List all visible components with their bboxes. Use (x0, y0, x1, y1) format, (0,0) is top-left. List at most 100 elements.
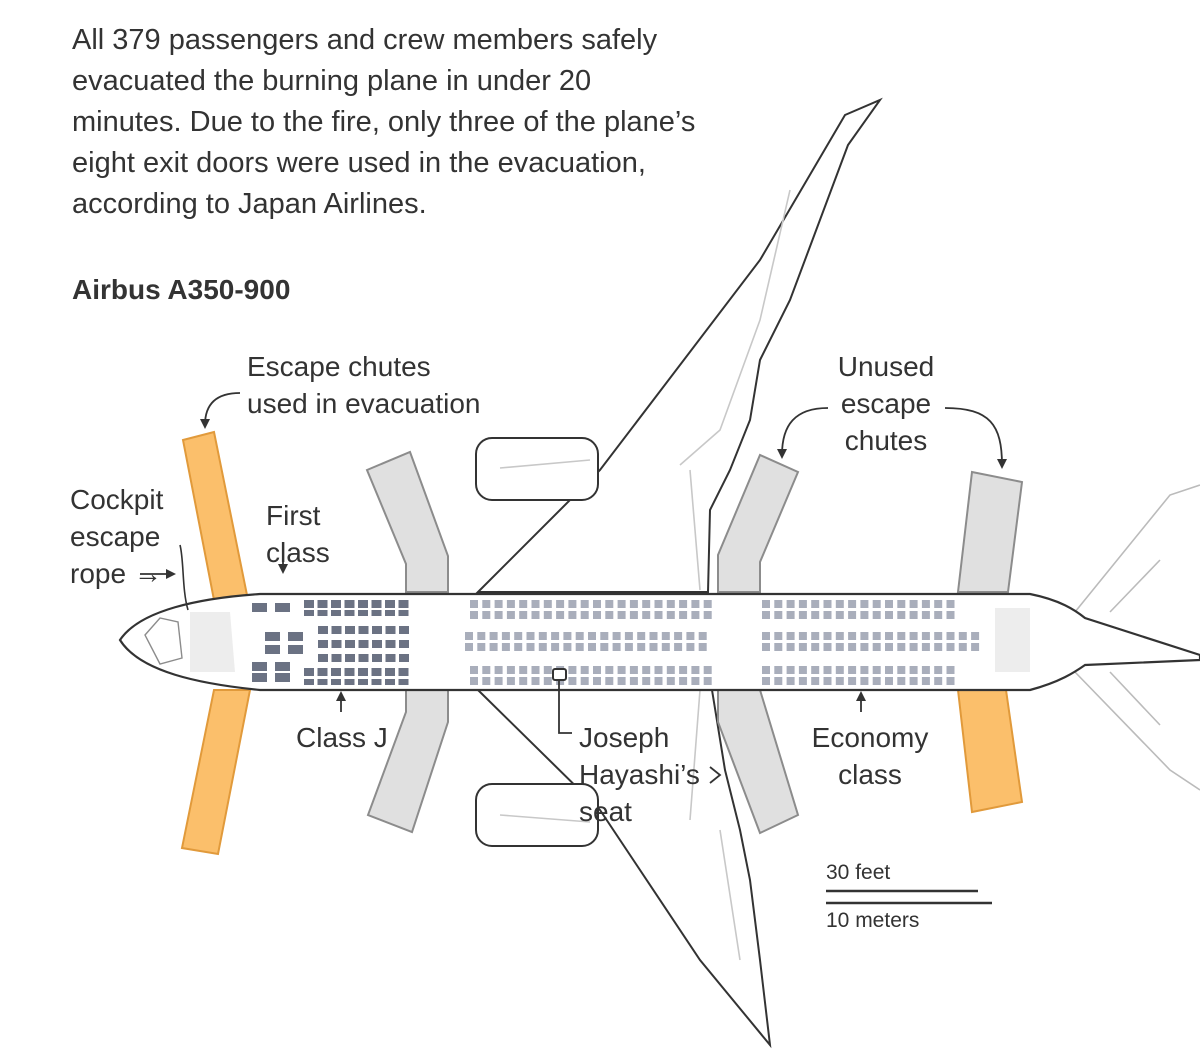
class-j-seat (317, 668, 328, 676)
economy-seat (612, 643, 621, 651)
economy-seat (649, 643, 658, 651)
economy-seat (649, 632, 658, 640)
economy-seat (543, 611, 552, 619)
economy-seat (934, 643, 943, 651)
class-j-seat (358, 640, 369, 648)
class-j-seat (344, 600, 355, 608)
economy-seat (897, 677, 906, 685)
economy-seat (551, 643, 560, 651)
class-j-seat (399, 626, 409, 634)
economy-seat (698, 632, 707, 640)
economy-seat (556, 600, 565, 608)
economy-seat (848, 677, 857, 685)
economy-seat (909, 643, 918, 651)
economy-seat (494, 677, 503, 685)
economy-seat (674, 632, 683, 640)
economy-seat (514, 632, 523, 640)
economy-seat (477, 632, 486, 640)
fuselage (118, 592, 1200, 692)
class-j-seat (371, 679, 382, 685)
economy-seat (506, 666, 515, 674)
economy-seat (470, 611, 478, 619)
used-chutes (180, 430, 1024, 856)
economy-seat (519, 666, 528, 674)
class-j-seat (358, 626, 369, 634)
economy-seat (885, 600, 893, 608)
upper-engine (475, 437, 599, 501)
upper-wing (475, 97, 883, 593)
economy-seat (661, 632, 670, 640)
economy-seat (848, 632, 857, 640)
first-class-seat (252, 673, 267, 682)
economy-seat (835, 643, 844, 651)
class-j-seat (358, 679, 368, 685)
economy-seat (934, 611, 943, 619)
economy-seat (798, 677, 807, 685)
economy-seat (774, 600, 783, 608)
economy-seat (698, 643, 707, 651)
economy-seat (885, 666, 893, 674)
economy-seat (563, 632, 572, 640)
economy-seat (470, 666, 478, 674)
class-j-seat (317, 610, 328, 616)
economy-seat (580, 611, 589, 619)
cockpit-rope-label: Cockpit escape rope → (70, 484, 164, 589)
economy-seat (617, 666, 626, 674)
economy-seat (946, 632, 955, 640)
economy-seat (661, 643, 670, 651)
first-class-seat (252, 603, 267, 612)
economy-seat (921, 643, 930, 651)
unused-left-arrow (777, 407, 829, 459)
hayashi-leader-line (558, 680, 572, 734)
class-j-label: Class J (296, 722, 388, 753)
economy-seat (526, 632, 535, 640)
economy-seat (786, 600, 795, 608)
economy-seat (823, 632, 832, 640)
economy-seat (811, 632, 820, 640)
economy-seat (774, 611, 783, 619)
economy-seat (811, 611, 820, 619)
intro-line: All 379 passengers and crew members safe… (72, 24, 658, 56)
economy-seat (897, 632, 906, 640)
economy-seat (580, 666, 589, 674)
economy-seat (860, 632, 869, 640)
economy-seat (489, 643, 498, 651)
class-j-seat (371, 600, 382, 608)
economy-seat (823, 643, 832, 651)
economy-seat (848, 666, 857, 674)
economy-seat (971, 643, 980, 651)
economy-seat (691, 666, 700, 674)
economy-seat (531, 611, 540, 619)
economy-seat (703, 611, 712, 619)
economy-seat (774, 666, 783, 674)
economy-seat (897, 666, 906, 674)
unused-chutes (365, 450, 1024, 835)
unused-chute-mid-upper (717, 453, 800, 593)
class-j-seat (385, 626, 396, 634)
economy-seat (971, 632, 980, 640)
economy-seat (506, 600, 515, 608)
class-j-seat (385, 640, 396, 648)
economy-seat (674, 643, 683, 651)
economy-seat (703, 666, 712, 674)
class-j-seat (358, 600, 368, 608)
intro-line: minutes. Due to the fire, only three of … (72, 106, 696, 138)
economy-seat (774, 632, 783, 640)
economy-seat (703, 677, 712, 685)
economy-seat (531, 677, 540, 685)
economy-seat (921, 600, 930, 608)
economy-seat (691, 677, 700, 685)
economy-seat (600, 643, 609, 651)
economy-seat (835, 600, 844, 608)
economy-seat (494, 666, 503, 674)
economy-seat (679, 600, 688, 608)
class-j-seat (304, 668, 314, 676)
used-chute-front-upper (181, 430, 250, 601)
class-j-seat (385, 654, 396, 662)
economy-seat (654, 611, 663, 619)
economy-seat (946, 600, 955, 608)
class-j-seat (344, 610, 355, 616)
economy-seat (600, 632, 609, 640)
class-j-seat (318, 654, 328, 662)
economy-seat (897, 600, 906, 608)
